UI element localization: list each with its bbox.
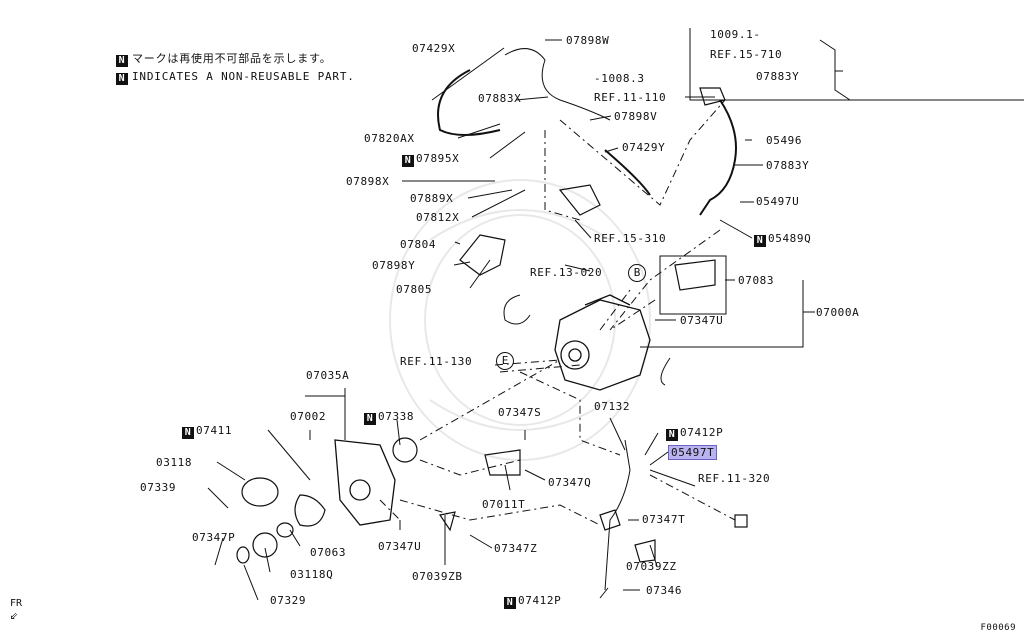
ref-13-020[interactable]: REF.13-020 <box>530 266 603 279</box>
part-07883X[interactable]: 07883X <box>478 92 522 105</box>
part-07347S[interactable]: 07347S <box>498 406 542 419</box>
part-07429Y[interactable]: 07429Y <box>622 141 666 154</box>
note-japanese: N マークは再使用不可部品を示します。 <box>116 50 355 68</box>
part-07347P[interactable]: 07347P <box>192 531 236 544</box>
part-07347T[interactable]: 07347T <box>642 513 686 526</box>
part-07002[interactable]: 07002 <box>290 410 327 423</box>
non-reusable-marker: N <box>402 155 414 167</box>
part-07898X[interactable]: 07898X <box>346 175 390 188</box>
ref-1008-3[interactable]: -1008.3 <box>594 72 645 85</box>
part-07429X[interactable]: 07429X <box>412 42 456 55</box>
part-07883Y[interactable]: 07883Y <box>766 159 810 172</box>
figure-code: F00069 <box>980 623 1016 633</box>
part-07132[interactable]: 07132 <box>594 400 631 413</box>
part-05497U[interactable]: 05497U <box>756 195 800 208</box>
ref-15-310[interactable]: REF.15-310 <box>594 232 667 245</box>
part-07889X[interactable]: 07889X <box>410 192 454 205</box>
part-07898W[interactable]: 07898W <box>566 34 610 47</box>
part-number: 07338 <box>378 410 415 423</box>
non-reusable-marker: N <box>182 427 194 439</box>
part-07039ZB[interactable]: 07039ZB <box>412 570 463 583</box>
part-07820AX[interactable]: 07820AX <box>364 132 415 145</box>
part-number: 07411 <box>196 424 233 437</box>
ref-11-110[interactable]: REF.11-110 <box>594 91 667 104</box>
front-arrow-icon: ⇙ <box>10 607 19 623</box>
fuel-pump-outline <box>554 294 651 391</box>
part-03118[interactable]: 03118 <box>156 456 193 469</box>
part-07898V[interactable]: 07898V <box>614 110 658 123</box>
non-reusable-marker: N <box>666 429 678 441</box>
part-07339[interactable]: 07339 <box>140 481 177 494</box>
part-07083[interactable]: 07083 <box>738 274 775 287</box>
part-07000A[interactable]: 07000A <box>816 306 860 319</box>
front-label: FR <box>10 598 23 609</box>
note-english: N INDICATES A NON-REUSABLE PART. <box>116 68 355 86</box>
notes: N マークは再使用不可部品を示します。 N INDICATES A NON-REUS… <box>116 50 355 86</box>
part-07347U-upper[interactable]: 07347U <box>680 314 724 327</box>
part-07883Y-top[interactable]: 07883Y <box>756 70 800 83</box>
part-07039ZZ[interactable]: 07039ZZ <box>626 560 677 573</box>
part-07804[interactable]: 07804 <box>400 238 437 251</box>
non-reusable-marker: N <box>116 55 128 67</box>
part-07347U-lower[interactable]: 07347U <box>378 540 422 553</box>
gear-outline <box>236 437 418 564</box>
part-07063[interactable]: 07063 <box>310 546 347 559</box>
ref-11-130[interactable]: REF.11-130 <box>400 355 473 368</box>
part-07035A[interactable]: 07035A <box>306 369 350 382</box>
ref-1009-1[interactable]: 1009.1- <box>710 28 761 41</box>
part-number: 07895X <box>416 152 460 165</box>
part-number: 07412P <box>680 426 724 439</box>
part-07011T[interactable]: 07011T <box>482 498 526 511</box>
part-07329[interactable]: 07329 <box>270 594 307 607</box>
part-03118Q[interactable]: 03118Q <box>290 568 334 581</box>
part-05496[interactable]: 05496 <box>766 134 803 147</box>
part-number: 07412P <box>518 594 562 607</box>
note-line-1: マークは再使用不可部品を示します。 <box>132 52 332 65</box>
ref-11-320[interactable]: REF.11-320 <box>698 472 771 485</box>
part-07347Q[interactable]: 07347Q <box>548 476 592 489</box>
part-07805[interactable]: 07805 <box>396 283 433 296</box>
note-line-2: INDICATES A NON-REUSABLE PART. <box>132 70 355 83</box>
highlighted-part-number: 05497T <box>668 445 718 460</box>
non-reusable-marker: N <box>116 73 128 85</box>
non-reusable-marker: N <box>754 235 766 247</box>
callout-E[interactable]: E <box>496 352 514 370</box>
bracket-outline <box>439 87 748 563</box>
non-reusable-marker: N <box>504 597 516 609</box>
ref-15-710[interactable]: REF.15-710 <box>710 48 783 61</box>
housing-outline <box>334 439 396 526</box>
part-05497T-highlighted[interactable]: 05497T <box>668 445 718 460</box>
part-number: 05489Q <box>768 232 812 245</box>
part-07347Z[interactable]: 07347Z <box>494 542 538 555</box>
part-07812X[interactable]: 07812X <box>416 211 460 224</box>
front-indicator: FR⇙ <box>10 598 23 623</box>
non-reusable-marker: N <box>364 413 376 425</box>
part-07346[interactable]: 07346 <box>646 584 683 597</box>
callout-B[interactable]: B <box>628 264 646 282</box>
part-07898Y[interactable]: 07898Y <box>372 259 416 272</box>
